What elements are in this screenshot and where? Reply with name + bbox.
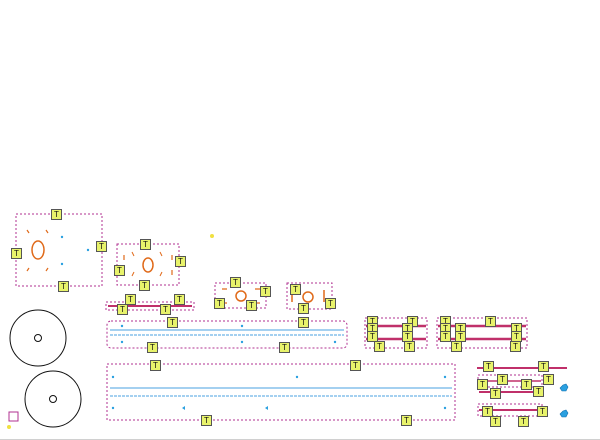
- text-tag-icon[interactable]: T: [125, 294, 136, 305]
- text-tag-icon[interactable]: T: [260, 286, 271, 297]
- text-tag-icon[interactable]: T: [139, 280, 150, 291]
- text-tag-icon[interactable]: T: [58, 281, 69, 292]
- text-tag-icon[interactable]: T: [490, 388, 501, 399]
- text-tag-icon[interactable]: T: [147, 342, 158, 353]
- text-tag-icon[interactable]: T: [298, 317, 309, 328]
- text-tag-icon[interactable]: T: [350, 360, 361, 371]
- text-tag-icon[interactable]: T: [518, 416, 529, 427]
- text-tag-icon[interactable]: T: [483, 361, 494, 372]
- text-tag-icon[interactable]: T: [140, 239, 151, 250]
- text-tag-icon[interactable]: T: [367, 331, 378, 342]
- text-tag-icon[interactable]: T: [485, 316, 496, 327]
- text-tag-icon[interactable]: T: [374, 341, 385, 352]
- text-tag-icon[interactable]: T: [404, 341, 415, 352]
- text-tag-icon[interactable]: T: [298, 303, 309, 314]
- text-tag-icon[interactable]: T: [174, 294, 185, 305]
- text-tag-icon[interactable]: T: [175, 256, 186, 267]
- text-tag-icon[interactable]: T: [451, 341, 462, 352]
- text-tag-icon[interactable]: T: [477, 379, 488, 390]
- text-tag-icon[interactable]: T: [482, 406, 493, 417]
- part-long-bar-2[interactable]: [106, 363, 456, 421]
- text-tag-icon[interactable]: T: [533, 386, 544, 397]
- text-tag-icon[interactable]: T: [490, 416, 501, 427]
- text-tag-icon[interactable]: T: [537, 406, 548, 417]
- part-long-bar-1[interactable]: [106, 320, 348, 349]
- part-wheel-2[interactable]: [24, 370, 82, 428]
- anchor-point-icon[interactable]: [210, 234, 214, 238]
- text-tag-icon[interactable]: T: [150, 360, 161, 371]
- text-tag-icon[interactable]: T: [114, 265, 125, 276]
- text-tag-icon[interactable]: T: [11, 248, 22, 259]
- part-square-plate[interactable]: [15, 213, 103, 287]
- text-tag-icon[interactable]: T: [96, 241, 107, 252]
- text-tag-icon[interactable]: T: [201, 415, 212, 426]
- text-tag-icon[interactable]: T: [325, 298, 336, 309]
- text-tag-icon[interactable]: T: [538, 361, 549, 372]
- text-tag-icon[interactable]: T: [543, 374, 554, 385]
- text-tag-icon[interactable]: T: [246, 300, 257, 311]
- text-tag-icon[interactable]: T: [440, 331, 451, 342]
- hexagon-marker-icon[interactable]: [559, 409, 569, 418]
- text-tag-icon[interactable]: T: [51, 209, 62, 220]
- text-tag-icon[interactable]: T: [510, 341, 521, 352]
- part-bracket-b[interactable]: [286, 282, 333, 310]
- text-tag-icon[interactable]: T: [160, 304, 171, 315]
- text-tag-icon[interactable]: T: [230, 277, 241, 288]
- text-tag-icon[interactable]: T: [521, 379, 532, 390]
- text-tag-icon[interactable]: T: [401, 415, 412, 426]
- part-wheel-1[interactable]: [9, 309, 67, 367]
- hexagon-marker-icon[interactable]: [559, 383, 569, 392]
- text-tag-icon[interactable]: T: [497, 374, 508, 385]
- text-tag-icon[interactable]: T: [290, 284, 301, 295]
- part-small-plate[interactable]: [116, 243, 180, 286]
- origin-square-icon[interactable]: [7, 411, 19, 429]
- text-tag-icon[interactable]: T: [117, 304, 128, 315]
- text-tag-icon[interactable]: T: [279, 342, 290, 353]
- text-tag-icon[interactable]: T: [167, 317, 178, 328]
- text-tag-icon[interactable]: T: [214, 298, 225, 309]
